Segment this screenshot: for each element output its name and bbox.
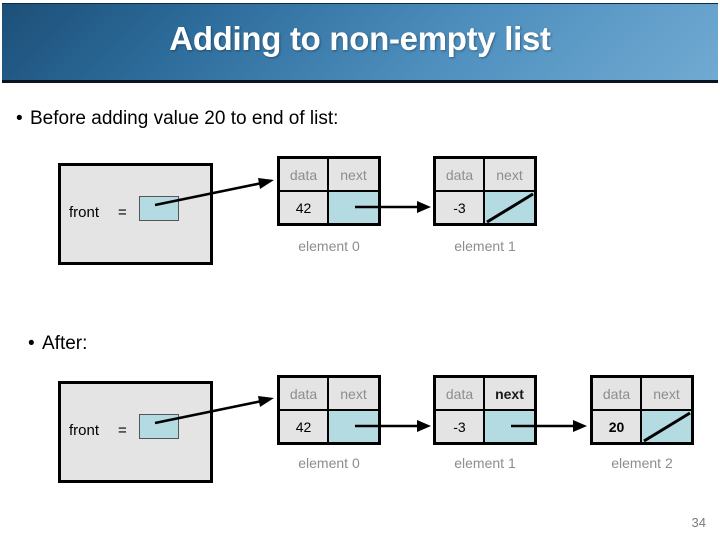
page-number: 34	[691, 515, 706, 530]
front-pointer-cell-before	[139, 196, 179, 221]
next-pointer-arrow-after-0	[355, 420, 431, 432]
page-title: Adding to non-empty list	[169, 20, 551, 57]
front-equals-before: =	[118, 204, 127, 221]
node-header-next: next	[485, 159, 534, 190]
node-value-row: -3	[436, 411, 534, 442]
list-node-after-1: data next -3	[433, 375, 537, 445]
list-node-caption-before-0: element 0	[298, 238, 360, 254]
node-header-next: next	[642, 378, 691, 409]
node-header-data: data	[280, 159, 329, 190]
slide-title-banner: Adding to non-empty list	[2, 3, 718, 83]
bullet-after: • After:	[28, 333, 87, 355]
node-header-next: next	[329, 159, 378, 190]
node-value-row: 42	[280, 192, 378, 223]
node-data-value: 42	[280, 192, 329, 223]
bullet-dot-icon: •	[16, 108, 23, 129]
bullet-before: • Before adding value 20 to end of list:	[16, 108, 338, 130]
list-node-before-1: data next -3	[433, 156, 537, 226]
node-header-data: data	[436, 159, 485, 190]
null-slash-icon	[486, 192, 534, 223]
node-data-value: 42	[280, 411, 329, 442]
front-equals-after: =	[118, 422, 127, 439]
front-variable-box-before: front =	[58, 163, 213, 265]
node-header-data: data	[436, 378, 485, 409]
null-slash-icon	[643, 411, 691, 442]
next-pointer-arrow-before-0	[355, 201, 431, 213]
bullet-dot-icon: •	[28, 333, 35, 354]
next-pointer-arrow-after-1	[511, 420, 587, 432]
node-header-row: data next	[436, 159, 534, 192]
list-node-after-2: data next 20	[590, 375, 694, 445]
bullet-before-text: Before adding value 20 to end of list:	[30, 108, 339, 129]
node-header-row: data next	[436, 378, 534, 411]
front-variable-box-after: front =	[58, 381, 213, 483]
node-value-row: 20	[593, 411, 691, 442]
node-header-row: data next	[280, 159, 378, 192]
list-node-caption-after-2: element 2	[611, 455, 673, 471]
front-label-before: front	[69, 204, 100, 221]
list-node-caption-before-1: element 1	[454, 238, 516, 254]
node-next-cell-null	[642, 411, 691, 442]
node-header-row: data next	[593, 378, 691, 411]
node-header-data: data	[593, 378, 642, 409]
node-header-data: data	[280, 378, 329, 409]
node-data-value: 20	[593, 411, 642, 442]
node-data-value: -3	[436, 411, 485, 442]
node-value-row: -3	[436, 192, 534, 223]
front-label-after: front	[69, 422, 100, 439]
bullet-after-text: After:	[42, 333, 88, 354]
node-header-row: data next	[280, 378, 378, 411]
node-header-next: next	[329, 378, 378, 409]
list-node-caption-after-1: element 1	[454, 455, 516, 471]
node-header-next: next	[485, 378, 534, 409]
node-data-value: -3	[436, 192, 485, 223]
list-node-before-0: data next 42	[277, 156, 381, 226]
list-node-caption-after-0: element 0	[298, 455, 360, 471]
node-next-cell-null	[485, 192, 534, 223]
